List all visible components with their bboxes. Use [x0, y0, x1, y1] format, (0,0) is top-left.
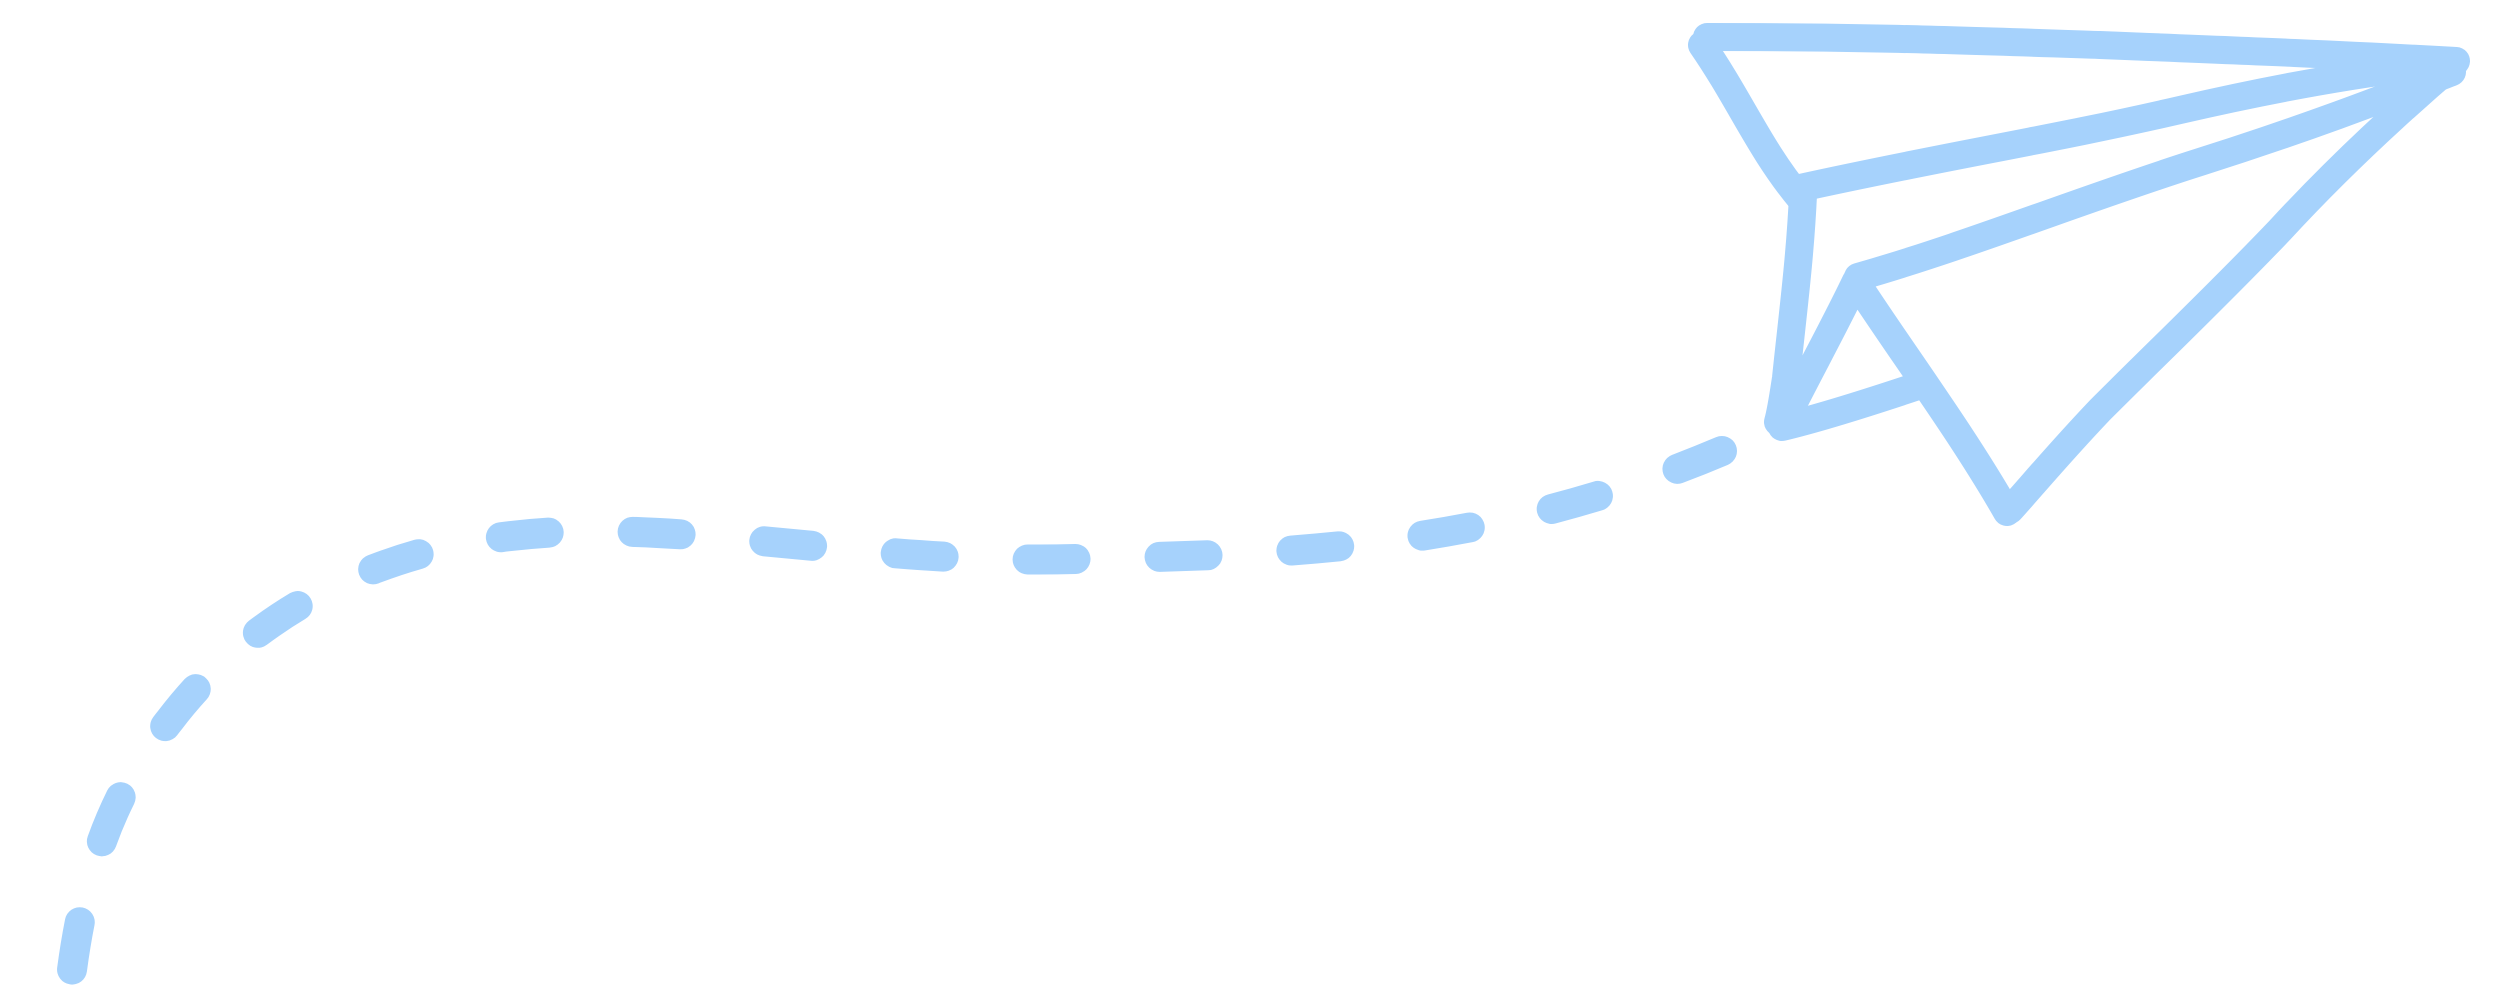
- plane-tail-fold: [1842, 268, 2021, 526]
- plane-top-edge: [1693, 23, 2470, 75]
- plane-flap-base: [1768, 373, 1929, 441]
- plane-upper-fold: [1786, 49, 2466, 202]
- dashed-flight-path: [53, 436, 1737, 1005]
- plane-inner-crease: [1844, 58, 2466, 291]
- paper-plane-icon: [1688, 23, 2470, 526]
- plane-flap: [1771, 267, 1870, 434]
- plane-lower-wing-edge: [1996, 50, 2468, 524]
- plane-nose-edge: [1688, 31, 1814, 212]
